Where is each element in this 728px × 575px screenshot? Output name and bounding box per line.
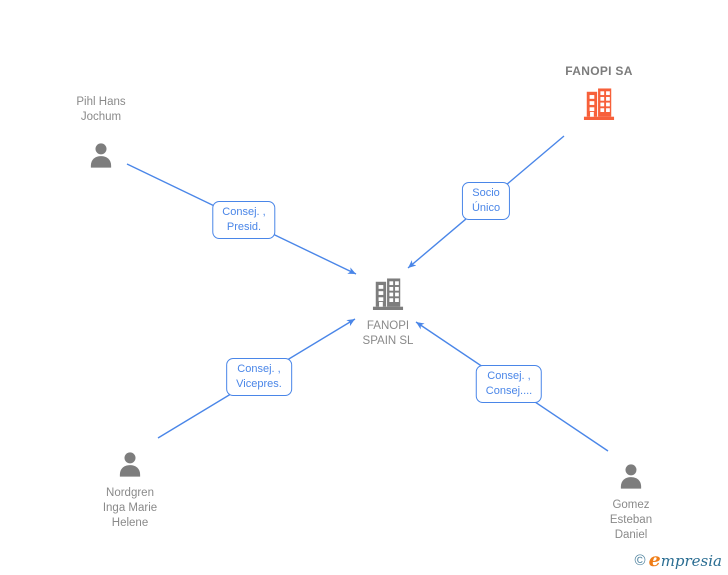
edge-label-socio-unico: Socio Único [461, 182, 511, 220]
node-gomez-esteban-daniel[interactable]: Gomez Esteban Daniel [561, 462, 701, 543]
node-label: Pihl Hans Jochum [76, 96, 126, 123]
node-nordgren-inga-marie-helene[interactable]: Nordgren Inga Marie Helene [60, 450, 200, 531]
node-fanopi-spain-sl[interactable]: FANOPI SPAIN SL [318, 276, 458, 349]
person-icon [115, 450, 145, 480]
node-fanopi-sa[interactable]: FANOPI SA [529, 64, 669, 122]
node-label: Gomez Esteban Daniel [609, 499, 653, 541]
empresia-logo[interactable]: ©empresia [635, 549, 722, 571]
building-icon [372, 276, 404, 312]
person-icon [86, 141, 116, 171]
node-pihl-hans-jochum[interactable]: Pihl Hans Jochum [31, 95, 171, 171]
copyright-symbol: © [634, 552, 646, 569]
node-label: Nordgren Inga Marie Helene [102, 487, 158, 529]
person-icon [616, 462, 646, 492]
edge-label-consej-consej: Consej. , Consej.... [475, 365, 543, 403]
brand-initial: e [648, 549, 661, 571]
node-label: FANOPI SPAIN SL [362, 320, 414, 347]
brand-text: mpresia [660, 552, 722, 570]
edge-label-consej-presid: Consej. , Presid. [212, 201, 276, 239]
node-label: FANOPI SA [565, 64, 633, 78]
edge-label-consej-vicepres: Consej. , Vicepres. [226, 358, 292, 396]
building-icon [583, 86, 615, 122]
